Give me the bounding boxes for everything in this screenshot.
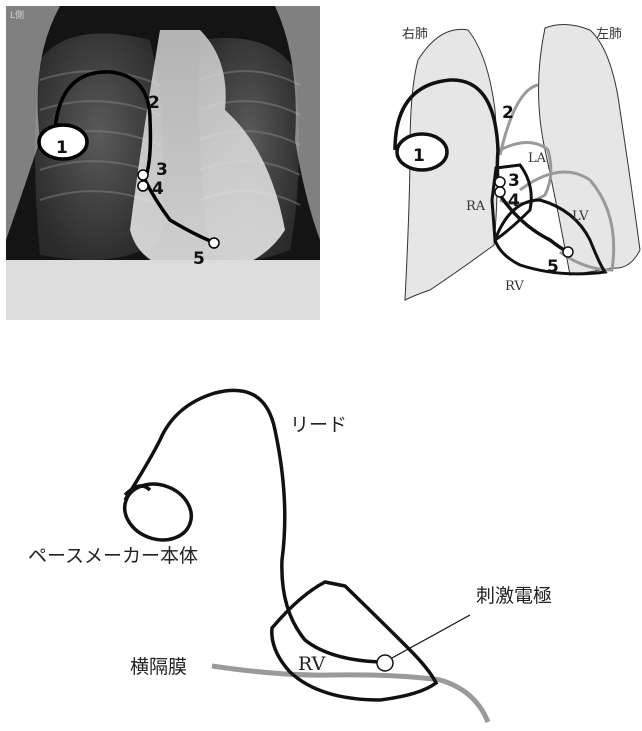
lung-left-label: 左肺 xyxy=(596,27,622,42)
stimulation-electrode xyxy=(377,655,393,671)
xray-marker-3: 3 xyxy=(156,160,168,180)
lung-right-label: 右肺 xyxy=(402,27,428,42)
diaphragm-line xyxy=(212,666,488,722)
xray-panel: L側 1 2 3 4 5 xyxy=(6,6,320,320)
diagram-electrode-4 xyxy=(495,187,505,197)
xray-electrode-5 xyxy=(209,238,219,248)
lead-detail-panel: リード ペースメーカー本体 刺激電極 横隔膜 RV xyxy=(28,390,552,722)
diagram-marker-1: 1 xyxy=(413,146,425,166)
diagram-marker-2: 2 xyxy=(502,103,514,123)
diagram-marker-5: 5 xyxy=(547,257,559,277)
diaphragm-label: 横隔膜 xyxy=(130,656,187,678)
rv-chamber xyxy=(272,582,436,700)
diagram-marker-4: 4 xyxy=(508,191,520,211)
diagram-electrode-5 xyxy=(563,247,573,257)
chamber-lv-label: LV xyxy=(572,209,589,224)
electrode-leader-line xyxy=(392,615,470,658)
xray-electrode-4 xyxy=(138,181,148,191)
xray-electrode-3 xyxy=(138,170,148,180)
electrode-label: 刺激電極 xyxy=(476,585,552,607)
xray-marker-2: 2 xyxy=(148,93,160,113)
diagram-marker-3: 3 xyxy=(508,171,520,191)
chamber-rv-label: RV xyxy=(505,279,524,294)
heart-diagram-panel: 右肺 左肺 1 2 3 4 5 LA RA LV RV xyxy=(395,24,640,300)
xray-corner-text: L側 xyxy=(10,9,24,21)
detail-rv-label: RV xyxy=(298,653,326,675)
pacemaker-body-label: ペースメーカー本体 xyxy=(28,545,198,567)
xray-marker-5: 5 xyxy=(193,249,205,269)
lead-label: リード xyxy=(290,414,347,436)
xray-lower-field xyxy=(6,260,320,320)
chamber-la-label: LA xyxy=(528,151,547,166)
diagram-electrode-3 xyxy=(495,177,505,187)
xray-marker-1: 1 xyxy=(56,138,68,158)
detail-pacemaker xyxy=(117,475,199,549)
chamber-ra-label: RA xyxy=(466,199,486,214)
xray-marker-4: 4 xyxy=(152,179,164,199)
